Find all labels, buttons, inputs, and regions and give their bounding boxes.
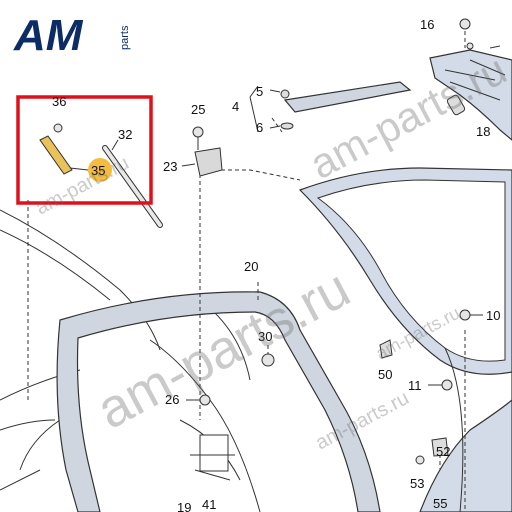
hinge-23 — [194, 147, 223, 177]
watermark-3: am-parts.ru — [32, 152, 133, 219]
callout-25: 25 — [191, 102, 205, 117]
clip-26 — [199, 394, 211, 406]
callout-35-highlight — [88, 158, 112, 182]
callout-19: 19 — [177, 500, 191, 512]
spoiler-bracket — [429, 49, 512, 141]
callout-20: 20 — [244, 259, 258, 274]
callout-18: 18 — [476, 124, 490, 139]
watermark-2: am-parts.ru — [302, 46, 512, 188]
clip-50 — [379, 339, 393, 359]
callout-4: 4 — [232, 99, 239, 114]
lock-52 — [431, 437, 449, 457]
strut-bracket-35 — [39, 135, 73, 175]
callout-32: 32 — [118, 127, 132, 142]
grommet-30 — [261, 353, 275, 367]
highlight-box — [16, 95, 153, 205]
callout-16: 16 — [420, 17, 434, 32]
screw-53 — [415, 455, 425, 465]
bolt-25 — [192, 126, 204, 138]
trim-strip — [283, 81, 412, 113]
callout-23: 23 — [163, 159, 177, 174]
callout-11: 11 — [408, 378, 422, 393]
callout-41: 41 — [202, 497, 216, 512]
callout-52: 52 — [436, 444, 450, 459]
watermark-1: am-parts.ru — [87, 258, 359, 441]
callout-30: 30 — [258, 329, 272, 344]
body-outline — [0, 209, 161, 351]
weatherstrip-seal — [56, 291, 381, 512]
callout-35: 35 — [91, 163, 105, 178]
callout-5: 5 — [256, 84, 263, 99]
callout-6: 6 — [256, 120, 263, 135]
bump-stop-18 — [446, 94, 466, 116]
callout-36: 36 — [52, 94, 66, 109]
latch-bracket — [199, 434, 229, 472]
bolt-11 — [441, 379, 453, 391]
callout-26: 26 — [165, 392, 179, 407]
screw-16 — [459, 18, 471, 30]
logo-am: AM — [13, 11, 84, 60]
screw-36 — [53, 123, 63, 133]
callout-10: 10 — [486, 308, 500, 323]
callout-53: 53 — [410, 476, 424, 491]
logo-parts: parts — [119, 25, 131, 50]
callout-55: 55 — [433, 496, 447, 511]
callout-50: 50 — [378, 367, 392, 382]
